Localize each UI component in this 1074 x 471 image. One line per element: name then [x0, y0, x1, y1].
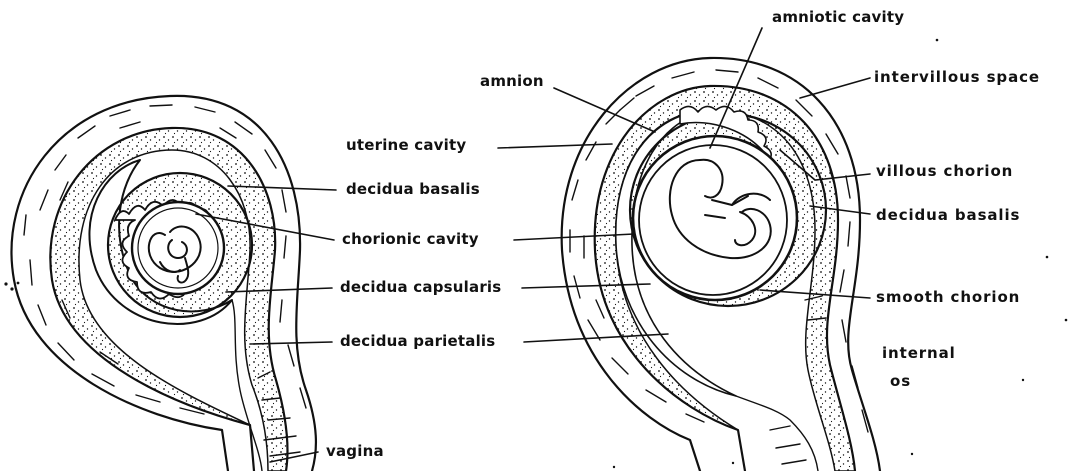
label-smooth-chorion: smooth chorion: [876, 288, 1020, 306]
label-uterine-cavity: uterine cavity: [346, 136, 466, 154]
left-uterus: [12, 96, 316, 471]
label-intervillous-space: intervillous space: [874, 68, 1040, 86]
label-internal-os-line1: internal: [882, 344, 956, 362]
label-villous-chorion: villous chorion: [876, 162, 1013, 180]
leader-decidua-capsularis-left: [226, 288, 332, 292]
label-internal-os-line2: os: [890, 372, 911, 390]
label-amniotic-cavity: amniotic cavity: [772, 8, 904, 26]
label-amnion: amnion: [480, 72, 544, 90]
label-vagina: vagina: [326, 442, 384, 460]
right-amnion: [639, 145, 787, 295]
leader-uterine-cavity: [498, 144, 612, 148]
leader-decidua-parietalis-right: [524, 334, 668, 342]
label-decidua-basalis-right: decidua basalis: [876, 206, 1020, 224]
label-decidua-parietalis: decidua parietalis: [340, 332, 495, 350]
label-chorionic-cavity: chorionic cavity: [342, 230, 479, 248]
right-uterus: [562, 58, 880, 471]
leader-intervillous-space: [800, 78, 870, 98]
label-decidua-basalis-left: decidua basalis: [346, 180, 480, 198]
label-decidua-capsularis: decidua capsularis: [340, 278, 501, 296]
